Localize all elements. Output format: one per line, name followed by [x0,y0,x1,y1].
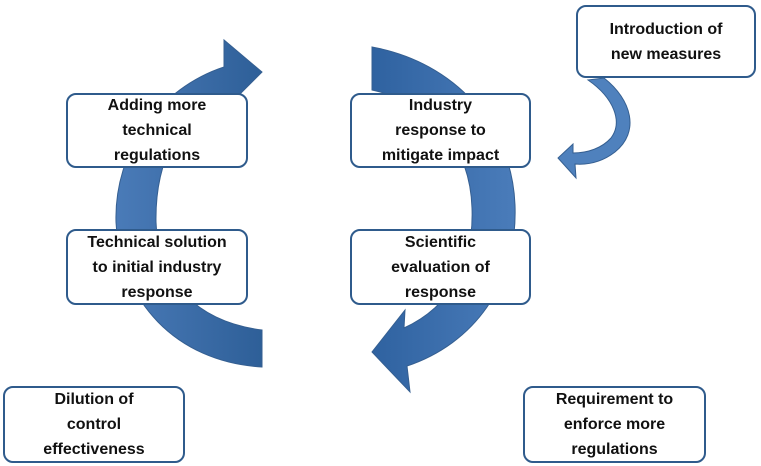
left-cycle-arrow [115,38,263,368]
dilution-box: Dilution of control effectiveness [3,386,185,463]
scientific-evaluation-label: Scientific evaluation of response [391,233,490,301]
scientific-evaluation-box: Scientific evaluation of response [350,229,531,305]
industry-response-box: Industry response to mitigate impact [350,93,531,168]
technical-solution-box: Technical solution to initial industry r… [66,229,248,305]
adding-regulations-label: Adding more technical regulations [107,97,207,164]
introduction-box: Introduction of new measures [576,5,756,78]
industry-response-label: Industry response to mitigate impact [381,97,500,164]
technical-solution-label: Technical solution to initial industry r… [87,233,227,301]
requirement-box: Requirement to enforce more regulations [523,386,706,463]
introduction-label: Introduction of new measures [609,20,723,63]
dilution-label: Dilution of control effectiveness [43,391,145,458]
requirement-label: Requirement to enforce more regulations [555,391,674,458]
introduction-arrow [557,77,631,180]
adding-regulations-box: Adding more technical regulations [66,93,248,168]
